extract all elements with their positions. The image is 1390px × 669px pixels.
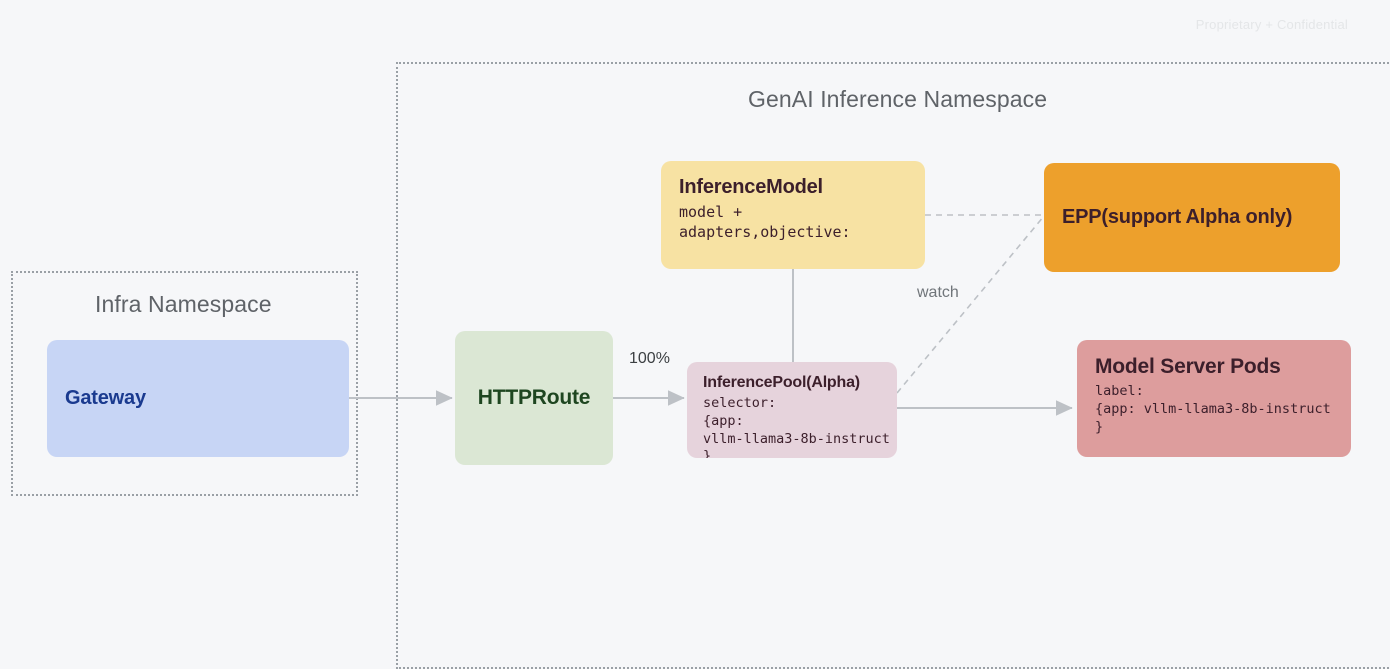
node-httproute-title: HTTPRoute (477, 385, 591, 409)
node-epp[interactable]: EPP(support Alpha only) (1044, 163, 1340, 272)
node-inference-pool-detail: selector: {app: vllm-llama3-8b-instruct … (703, 395, 890, 458)
node-model-server-pods-title: Model Server Pods (1095, 355, 1281, 378)
edge-label-traffic-weight: 100% (629, 350, 670, 367)
node-model-server-pods[interactable]: Model Server Pods label: {app: vllm-llam… (1077, 340, 1351, 457)
namespace-infra (11, 271, 358, 496)
node-model-server-pods-detail: label: {app: vllm-llama3-8b-instruct } (1095, 383, 1331, 435)
node-inference-pool[interactable]: InferencePool(Alpha) selector: {app: vll… (687, 362, 897, 458)
node-inference-model-detail: model + adapters,objective: (679, 203, 851, 241)
node-inference-model-title: InferenceModel (679, 176, 823, 198)
node-inference-model[interactable]: InferenceModel model + adapters,objectiv… (661, 161, 925, 269)
node-httproute[interactable]: HTTPRoute (455, 331, 613, 465)
namespace-genai-title: GenAI Inference Namespace (748, 86, 1048, 112)
namespace-genai (396, 62, 1390, 669)
node-gateway-title: Gateway (65, 387, 146, 409)
edge-label-watch: watch (917, 284, 959, 301)
node-inference-pool-title: InferencePool(Alpha) (703, 374, 860, 391)
node-epp-title: EPP(support Alpha only) (1062, 206, 1293, 228)
namespace-infra-title: Infra Namespace (95, 291, 272, 317)
confidentiality-watermark: Proprietary + Confidential (1195, 17, 1348, 32)
node-gateway[interactable]: Gateway (47, 340, 349, 457)
